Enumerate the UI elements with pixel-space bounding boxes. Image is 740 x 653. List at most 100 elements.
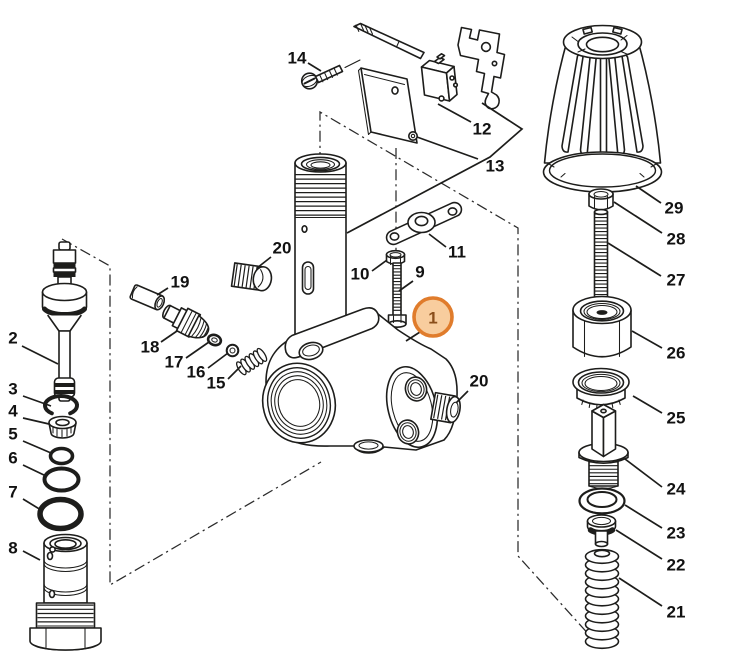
- callout-23[interactable]: 23: [624, 504, 686, 543]
- callout-12[interactable]: 12: [437, 103, 492, 139]
- leader-line: [160, 330, 178, 343]
- callout-26[interactable]: 26: [631, 330, 686, 363]
- part-5-o-ring: [48, 446, 75, 466]
- part-11-lever: [385, 201, 463, 246]
- part-number-label[interactable]: 14: [288, 49, 307, 68]
- part-2-control-piston: [41, 241, 88, 402]
- part-25-ring-nut: [572, 367, 630, 410]
- highlight-circle[interactable]: [412, 296, 454, 338]
- callout-28[interactable]: 28: [613, 201, 686, 249]
- callout-3[interactable]: 3: [8, 380, 52, 407]
- leader-line: [428, 233, 447, 248]
- callout-29[interactable]: 29: [635, 185, 684, 218]
- leader-line: [398, 280, 414, 292]
- callout-27[interactable]: 27: [607, 242, 686, 290]
- part-number-label[interactable]: 15: [207, 374, 226, 393]
- part-number-label[interactable]: 2: [8, 329, 17, 348]
- part-number-label[interactable]: 5: [8, 425, 17, 444]
- callout-13[interactable]: 13: [346, 102, 524, 234]
- part-number-label[interactable]: 27: [667, 271, 686, 290]
- part-17-seal-ring: [206, 333, 223, 347]
- leader-line: [22, 440, 52, 454]
- part-number-label[interactable]: 8: [8, 539, 17, 558]
- callout-18[interactable]: 18: [141, 330, 178, 357]
- part-number-label[interactable]: 28: [667, 230, 686, 249]
- callout-10[interactable]: 10: [351, 259, 388, 284]
- callout-17[interactable]: 17: [165, 341, 210, 372]
- part-number-label[interactable]: 24: [667, 480, 686, 499]
- leader-line: [455, 390, 469, 404]
- part-number-label[interactable]: 6: [8, 449, 17, 468]
- part-4-valve-seat: [48, 415, 77, 439]
- switch-cover-plate: [357, 67, 418, 144]
- callout-4[interactable]: 4: [8, 402, 50, 425]
- part-7-o-ring: [37, 496, 84, 532]
- callout-5[interactable]: 5: [8, 425, 52, 454]
- part-26-hex-nut: [572, 295, 632, 358]
- callout-22[interactable]: 22: [615, 529, 686, 575]
- leader-line: [613, 201, 663, 234]
- callout-9[interactable]: 9: [398, 263, 425, 292]
- part-number-label[interactable]: 29: [665, 199, 684, 218]
- part-number-label[interactable]: 26: [667, 344, 686, 363]
- part-number-label[interactable]: 11: [448, 243, 466, 262]
- leader-line: [22, 417, 50, 425]
- part-15-spring-small: [235, 347, 268, 376]
- part-number-label[interactable]: 25: [667, 409, 686, 428]
- part-number-label[interactable]: 3: [8, 380, 17, 399]
- leader-line: [22, 550, 41, 561]
- part-number-label[interactable]: 18: [141, 338, 160, 357]
- callout-7[interactable]: 7: [8, 483, 42, 511]
- part-13-bracket: [457, 26, 506, 110]
- part-number-label[interactable]: 16: [187, 363, 206, 382]
- part-number-label[interactable]: 23: [667, 524, 686, 543]
- part-number-label[interactable]: 4: [8, 402, 18, 421]
- callout-2[interactable]: 2: [8, 329, 59, 365]
- part-16-washer: [225, 343, 240, 358]
- leader-line: [21, 345, 59, 365]
- callout-1[interactable]: 1: [405, 296, 454, 342]
- callout-19[interactable]: 19: [156, 273, 190, 296]
- callout-6[interactable]: 6: [8, 449, 47, 477]
- callout-11[interactable]: 11: [428, 233, 466, 262]
- leader-line: [346, 102, 524, 234]
- screw-alignment-line: [344, 59, 361, 69]
- callout-8[interactable]: 8: [8, 539, 41, 561]
- leader-line: [624, 504, 663, 529]
- part-number-label[interactable]: 22: [667, 556, 686, 575]
- leader-line: [207, 352, 229, 369]
- part-number-label[interactable]: 21: [667, 603, 686, 622]
- callout-14[interactable]: 14: [288, 49, 322, 72]
- callout-layer: 1234567891011121314151617181920202122232…: [8, 49, 686, 622]
- callout-21[interactable]: 21: [618, 577, 686, 622]
- callout-25[interactable]: 25: [632, 395, 686, 428]
- part-23-seal-washer: [578, 487, 626, 515]
- part-24-adjusting-spindle: [578, 403, 629, 490]
- leader-line: [615, 529, 663, 560]
- leader-line: [416, 136, 479, 160]
- part-number-label[interactable]: 17: [165, 353, 184, 372]
- callout-16[interactable]: 16: [187, 352, 229, 382]
- part-number-label[interactable]: 20: [273, 239, 292, 258]
- part-number-label[interactable]: 12: [473, 120, 492, 139]
- leader-line: [22, 464, 47, 477]
- leader-line: [22, 498, 42, 511]
- leader-line: [618, 577, 663, 607]
- part-number-label[interactable]: 1: [428, 309, 437, 328]
- part-20-plug-upper: [230, 262, 273, 292]
- part-number-label[interactable]: 20: [470, 372, 489, 391]
- callout-20a[interactable]: 20: [256, 239, 292, 269]
- part-6-o-ring: [42, 466, 81, 493]
- callout-24[interactable]: 24: [624, 458, 686, 499]
- part-number-label[interactable]: 19: [171, 273, 190, 292]
- part-21-pressure-spring: [584, 548, 620, 650]
- part-number-label[interactable]: 10: [351, 265, 370, 284]
- part-1-valve-body: [261, 153, 458, 454]
- callout-20b[interactable]: 20: [455, 372, 489, 404]
- leader-line: [22, 395, 52, 407]
- part-number-label[interactable]: 7: [8, 483, 17, 502]
- part-number-label[interactable]: 9: [415, 263, 424, 282]
- callout-15[interactable]: 15: [207, 365, 242, 393]
- part-number-label[interactable]: 13: [486, 157, 505, 176]
